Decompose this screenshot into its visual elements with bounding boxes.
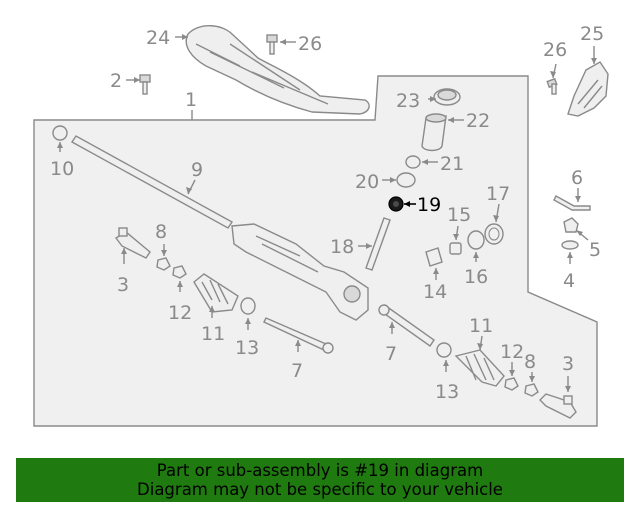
part-12-nut-left[interactable]: [172, 265, 187, 279]
part-gear-housing[interactable]: [231, 223, 369, 321]
label-18[interactable]: 18: [330, 236, 354, 258]
part-26-bolt-top[interactable]: [266, 34, 278, 55]
part-6-clip[interactable]: [553, 195, 591, 211]
part-8-nut-right[interactable]: [524, 383, 539, 397]
part-2-bolt[interactable]: [139, 74, 151, 95]
label-20[interactable]: 20: [355, 171, 379, 193]
assembly-outline: [33, 75, 598, 427]
label-2[interactable]: 2: [110, 70, 122, 92]
part-21-ring[interactable]: [405, 155, 421, 169]
part-15-plug[interactable]: [449, 242, 462, 255]
part-11-boot-left[interactable]: [193, 273, 239, 313]
label-15[interactable]: 15: [447, 204, 471, 226]
label-23[interactable]: 23: [396, 90, 420, 112]
label-14[interactable]: 14: [423, 281, 447, 303]
info-banner: Part or sub-assembly is #19 in diagram D…: [16, 458, 624, 502]
part-4-washer[interactable]: [561, 240, 579, 250]
part-3-tie-rod-end-right[interactable]: [539, 393, 577, 419]
label-5[interactable]: 5: [589, 239, 601, 261]
label-22[interactable]: 22: [466, 110, 490, 132]
label-13a[interactable]: 13: [235, 337, 259, 359]
part-7-tie-rod-right[interactable]: [378, 304, 435, 347]
part-13-clamp-left[interactable]: [240, 297, 256, 315]
label-12a[interactable]: 12: [168, 302, 192, 324]
part-3-tie-rod-end-left[interactable]: [114, 227, 151, 259]
label-11a[interactable]: 11: [201, 323, 225, 345]
label-3a[interactable]: 3: [117, 274, 129, 296]
part-26-bolt-right[interactable]: [546, 77, 558, 95]
part-16-ring[interactable]: [467, 230, 485, 250]
label-7a[interactable]: 7: [291, 360, 303, 382]
part-22-cylinder[interactable]: [421, 113, 447, 152]
part-11-boot-right[interactable]: [454, 349, 505, 387]
part-20-seal[interactable]: [396, 172, 416, 188]
label-4[interactable]: 4: [563, 270, 575, 292]
label-17[interactable]: 17: [486, 183, 510, 205]
label-12b[interactable]: 12: [500, 341, 524, 363]
label-16[interactable]: 16: [464, 266, 488, 288]
label-8b[interactable]: 8: [524, 351, 536, 373]
part-24-bracket[interactable]: [185, 25, 370, 115]
label-3b[interactable]: 3: [562, 353, 574, 375]
label-26a[interactable]: 26: [298, 33, 322, 55]
label-7b[interactable]: 7: [385, 343, 397, 365]
label-1[interactable]: 1: [185, 89, 197, 111]
label-26b[interactable]: 26: [543, 39, 567, 61]
banner-line-1: Part or sub-assembly is #19 in diagram: [156, 461, 484, 480]
label-10[interactable]: 10: [50, 158, 74, 180]
label-6[interactable]: 6: [571, 167, 583, 189]
leader-arrowheads: [57, 34, 597, 392]
label-11b[interactable]: 11: [469, 315, 493, 337]
arrowhead-19: [404, 201, 410, 207]
label-13b[interactable]: 13: [435, 381, 459, 403]
part-9-rack-bar[interactable]: [70, 135, 234, 229]
part-25-shield[interactable]: [567, 61, 609, 117]
part-13-clamp-right[interactable]: [436, 342, 452, 358]
part-23-mount[interactable]: [433, 88, 461, 106]
part-17-ring[interactable]: [484, 223, 504, 245]
label-9[interactable]: 9: [191, 159, 203, 181]
part-7-tie-rod-left[interactable]: [263, 317, 334, 354]
label-21[interactable]: 21: [440, 153, 464, 175]
label-8a[interactable]: 8: [155, 221, 167, 243]
label-25[interactable]: 25: [580, 23, 604, 45]
part-5-nut[interactable]: [563, 217, 579, 233]
part-14-bushing[interactable]: [425, 247, 443, 267]
part-12-nut-right[interactable]: [504, 377, 519, 391]
label-19[interactable]: 19: [417, 194, 441, 216]
banner-line-2: Diagram may not be specific to your vehi…: [137, 480, 503, 499]
part-19-highlighted[interactable]: [388, 196, 404, 212]
part-18-shaft[interactable]: [365, 217, 391, 271]
part-10-bushing[interactable]: [52, 125, 68, 141]
label-24[interactable]: 24: [146, 27, 170, 49]
part-8-nut-left[interactable]: [156, 257, 171, 271]
